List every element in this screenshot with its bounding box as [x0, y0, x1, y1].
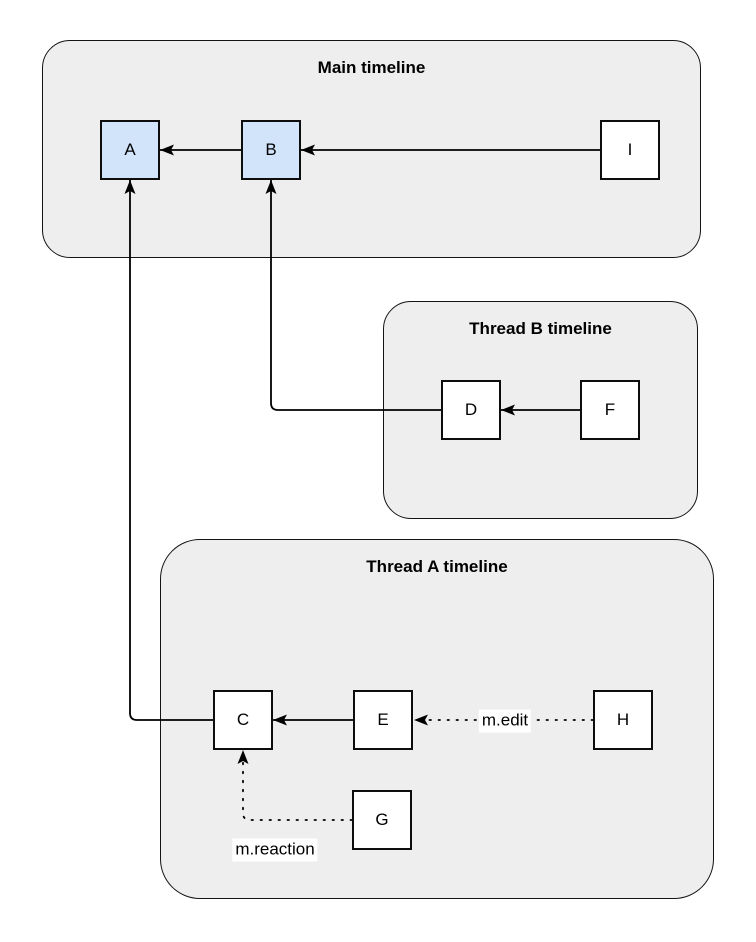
node-d: D — [441, 380, 501, 440]
edge-label-m-reaction: m.reaction — [232, 838, 318, 862]
edge-label-m-edit: m.edit — [478, 709, 532, 733]
node-a: A — [100, 120, 160, 180]
thread-b-timeline-title: Thread B timeline — [469, 319, 612, 338]
edge-d-to-b — [265, 180, 441, 411]
node-g: G — [352, 790, 412, 850]
edge-g-to-c-mreaction — [237, 749, 353, 821]
node-h: H — [593, 690, 653, 750]
node-c: C — [213, 690, 273, 750]
node-b: B — [241, 120, 301, 180]
edge-c-to-a — [124, 180, 213, 721]
node-e: E — [353, 690, 413, 750]
thread-a-timeline-title: Thread A timeline — [366, 557, 508, 576]
main-timeline-title: Main timeline — [317, 58, 426, 77]
node-f: F — [580, 380, 640, 440]
node-i: I — [600, 120, 660, 180]
